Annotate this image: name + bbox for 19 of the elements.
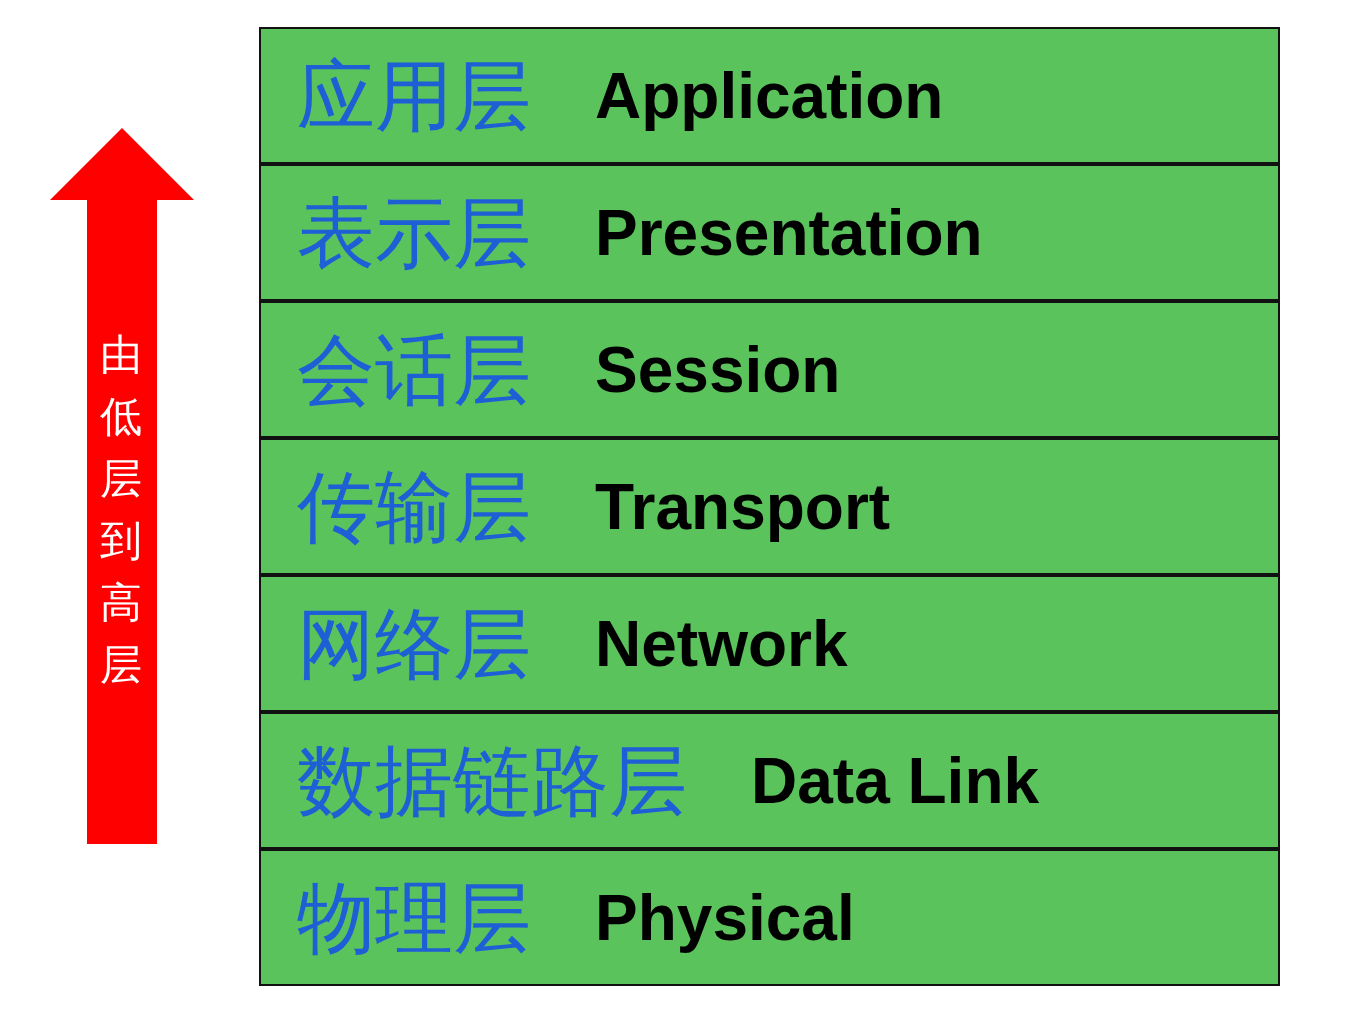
layer-band	[259, 712, 1280, 849]
chinese-layer-name: 传输层	[297, 467, 531, 546]
chinese-layer-name: 应用层	[297, 56, 531, 135]
chinese-layer-name: 数据链路层	[297, 741, 687, 820]
english-layer-name: Data Link	[751, 748, 1040, 813]
layer-band	[259, 164, 1280, 301]
chinese-layer-name: 物理层	[297, 878, 531, 957]
english-layer-name: Network	[595, 611, 848, 676]
layer-band	[259, 849, 1280, 986]
layer-band	[259, 575, 1280, 712]
chinese-layer-name: 会话层	[297, 330, 531, 409]
layer-band	[259, 27, 1280, 164]
chinese-layer-name: 网络层	[297, 604, 531, 683]
layer-band	[259, 301, 1280, 438]
english-layer-name: Presentation	[595, 200, 983, 265]
arrow-label: 由低层到高层	[99, 329, 143, 691]
chinese-layer-name: 表示层	[297, 193, 531, 272]
english-layer-name: Session	[595, 337, 841, 402]
layer-band	[259, 438, 1280, 575]
